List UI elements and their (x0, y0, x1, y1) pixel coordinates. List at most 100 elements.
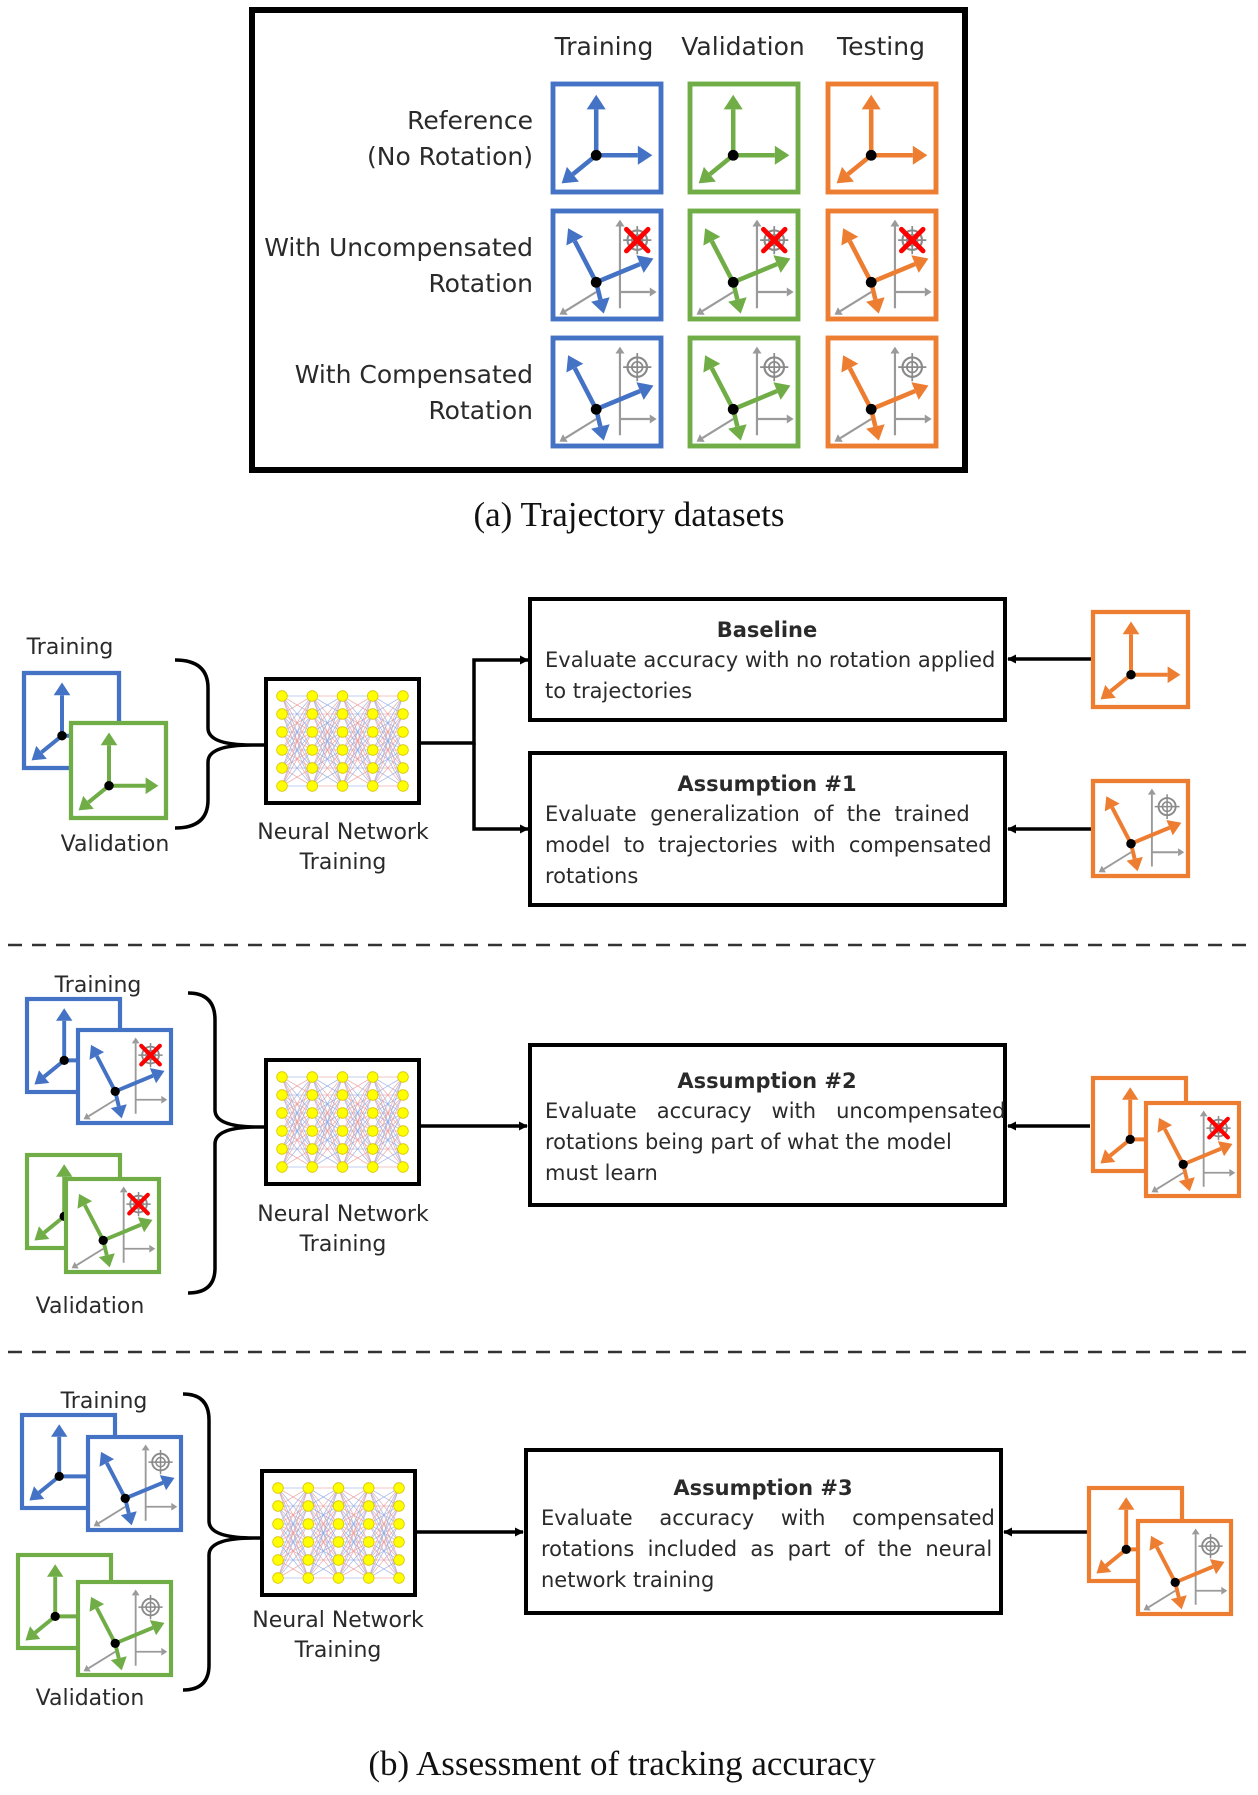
validation-label: Validation (61, 832, 170, 857)
rotation-cross-icon (624, 226, 651, 254)
panel-a: Training Validation Testing Reference (N… (249, 7, 968, 534)
baseline-box (528, 597, 1007, 722)
origin-dot (865, 276, 877, 288)
axis-up-arrow (703, 355, 736, 411)
reference-axis-arrow (890, 346, 900, 436)
training-label: Training (26, 635, 114, 660)
row-label-uncompensated-2: Rotation (428, 269, 533, 298)
reference-axis-arrow (619, 414, 657, 424)
column-header-testing: Testing (836, 32, 925, 61)
trajectory-tile-testing-reference (825, 81, 939, 195)
neuron-node (276, 1071, 288, 1083)
neuron-node (397, 1143, 409, 1155)
neuron-node (367, 780, 379, 792)
reference-axis-arrow (71, 1247, 104, 1269)
reference-axis-arrow (135, 1095, 168, 1104)
testing-tile-uncompensated (1143, 1100, 1242, 1199)
axis-up-arrow (1104, 796, 1133, 845)
reference-axis-arrow (890, 219, 900, 309)
reference-axis-arrow (131, 1037, 140, 1114)
neuron-node (367, 708, 379, 720)
origin-dot (727, 403, 739, 415)
baseline-title: Baseline (717, 618, 818, 642)
neuron-node (393, 1482, 405, 1494)
axis-up-arrow (841, 228, 874, 284)
axis-up-arrow (1121, 1087, 1139, 1140)
axis-up-arrow (566, 228, 599, 284)
origin-dot (1126, 669, 1136, 680)
neuron-node (367, 1161, 379, 1173)
assumption2-line-3: must learn (545, 1161, 658, 1185)
panel-b: Training Validation Neural Network Train… (8, 597, 1250, 1783)
neuron-node (306, 708, 318, 720)
reference-axis-arrow (83, 1650, 116, 1672)
trajectory-tile-validation-compensated (687, 335, 801, 449)
assumption3-line-2: rotations included as part of the neural (541, 1537, 992, 1561)
neuron-node (332, 1536, 345, 1548)
neuron-node (306, 1125, 318, 1137)
origin-dot (727, 149, 739, 161)
testing-tile-reference (1090, 609, 1191, 710)
neuron-node (302, 1500, 314, 1512)
validation-tile-uncompensated (63, 1176, 162, 1275)
neuron-node (276, 1143, 288, 1155)
axis-up-arrow (703, 228, 736, 284)
neuron-node (397, 1107, 409, 1119)
rotation-cross-icon (139, 1043, 162, 1067)
axis-up-arrow (46, 1564, 64, 1617)
neuron-node (367, 690, 379, 702)
baseline-line-1: Evaluate accuracy with no rotation appli… (545, 648, 995, 672)
neuron-node (336, 708, 349, 720)
origin-dot (59, 1055, 69, 1066)
axis-up-arrow (53, 682, 71, 736)
network-label-2: Training (299, 1232, 387, 1257)
neuron-node (397, 762, 409, 774)
axis-up-arrow (841, 355, 874, 411)
neuron-node (332, 1482, 345, 1494)
network-label-2: Training (299, 850, 387, 875)
rotation-cross-icon (899, 226, 926, 254)
axis-right-arrow (595, 255, 654, 285)
crosshair-icon (148, 1449, 173, 1475)
axis-right-arrow (1174, 1559, 1225, 1585)
reference-axis-arrow (145, 1502, 178, 1511)
arrow-network-to-baseline (420, 655, 529, 745)
input-brace (182, 1392, 255, 1692)
reference-axis-arrow (1151, 848, 1185, 857)
neuron-node (276, 690, 288, 702)
assumption1-title: Assumption #1 (677, 772, 856, 796)
neuron-node (336, 1107, 349, 1119)
neuron-node (276, 780, 288, 792)
origin-dot (57, 730, 67, 741)
neuron-node (332, 1500, 345, 1512)
neuron-node (367, 1107, 379, 1119)
axis-up-arrow (586, 94, 606, 156)
axis-up-arrow (55, 1008, 73, 1061)
neuron-node (367, 1089, 379, 1101)
assumption1-line-1: Evaluate generalization of the trained (545, 802, 970, 826)
neuron-node (393, 1536, 405, 1548)
tile-frame (1090, 778, 1191, 879)
origin-dot (98, 1235, 108, 1246)
rotation-cross-icon (1207, 1116, 1230, 1140)
validation-tile-compensated (75, 1579, 174, 1678)
axis-up-arrow (77, 1193, 105, 1242)
crosshair-icon (760, 353, 789, 382)
neuron-node (332, 1572, 345, 1584)
neuron-node (393, 1572, 405, 1584)
neuron-node (336, 1125, 349, 1137)
neuron-node (272, 1518, 284, 1530)
reference-axis-arrow (752, 219, 762, 309)
section-assumption2: Training Validation Neural Network Train… (36, 973, 1090, 1319)
assumption3-title: Assumption #3 (673, 1476, 852, 1500)
origin-dot (1170, 1577, 1180, 1588)
assumption2-title: Assumption #2 (677, 1069, 856, 1093)
reference-axis-arrow (1195, 1586, 1228, 1595)
reference-axis-arrow (1098, 851, 1132, 873)
reference-axis-arrow (615, 219, 625, 309)
origin-dot (590, 403, 602, 415)
neuron-node (336, 1089, 349, 1101)
trajectory-tile-training-reference (550, 81, 664, 195)
origin-dot (1121, 1544, 1131, 1555)
reference-axis-arrow (1191, 1528, 1200, 1605)
